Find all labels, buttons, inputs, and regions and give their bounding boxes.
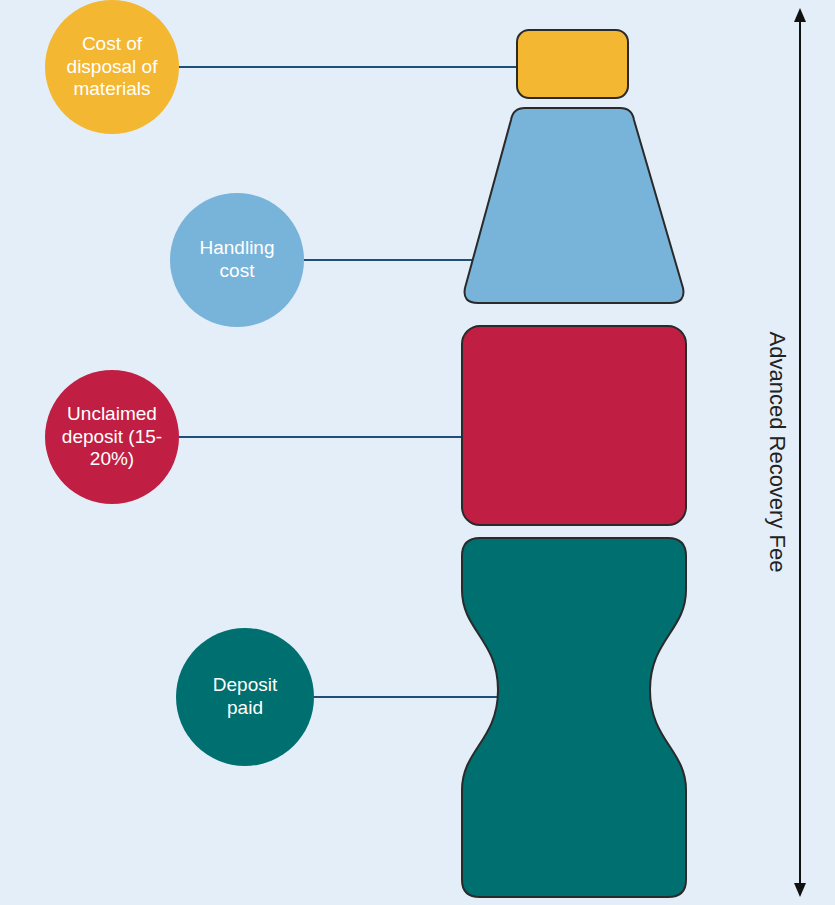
bottle-band (462, 326, 686, 525)
label-circle: Deposit paid (176, 628, 314, 766)
axis-label: Advanced Recovery Fee (764, 328, 790, 577)
bottle-cap (517, 30, 628, 98)
label-circle: Unclaimed deposit (15-20%) (45, 370, 179, 504)
circle-text-group: Unclaimed deposit (15-20%) (60, 403, 164, 471)
label-circle: Handling cost (170, 193, 304, 327)
arrow-head (794, 8, 806, 22)
bottle-shoulder (465, 108, 684, 303)
circle-fill (170, 193, 304, 327)
circle-label: Handling cost (185, 237, 289, 283)
bottle-body (462, 538, 686, 897)
circle-text-group: Handling cost (185, 237, 289, 283)
circle-fill (45, 0, 179, 134)
circle-text-group: Cost of disposal of materials (60, 33, 164, 101)
arrow-shaft (799, 20, 801, 885)
circle-label: Cost of disposal of materials (60, 33, 164, 101)
circle-label: Unclaimed deposit (15-20%) (60, 403, 164, 471)
bottle (462, 30, 686, 897)
circle-fill (45, 370, 179, 504)
leader-line (179, 436, 508, 438)
circle-label: Deposit paid (193, 674, 297, 720)
circle-fill (176, 628, 314, 766)
label-circle: Cost of disposal of materials (45, 0, 179, 134)
circle-text-group: Deposit paid (193, 674, 297, 720)
double-arrow (794, 8, 806, 897)
arrow-head (794, 883, 806, 897)
